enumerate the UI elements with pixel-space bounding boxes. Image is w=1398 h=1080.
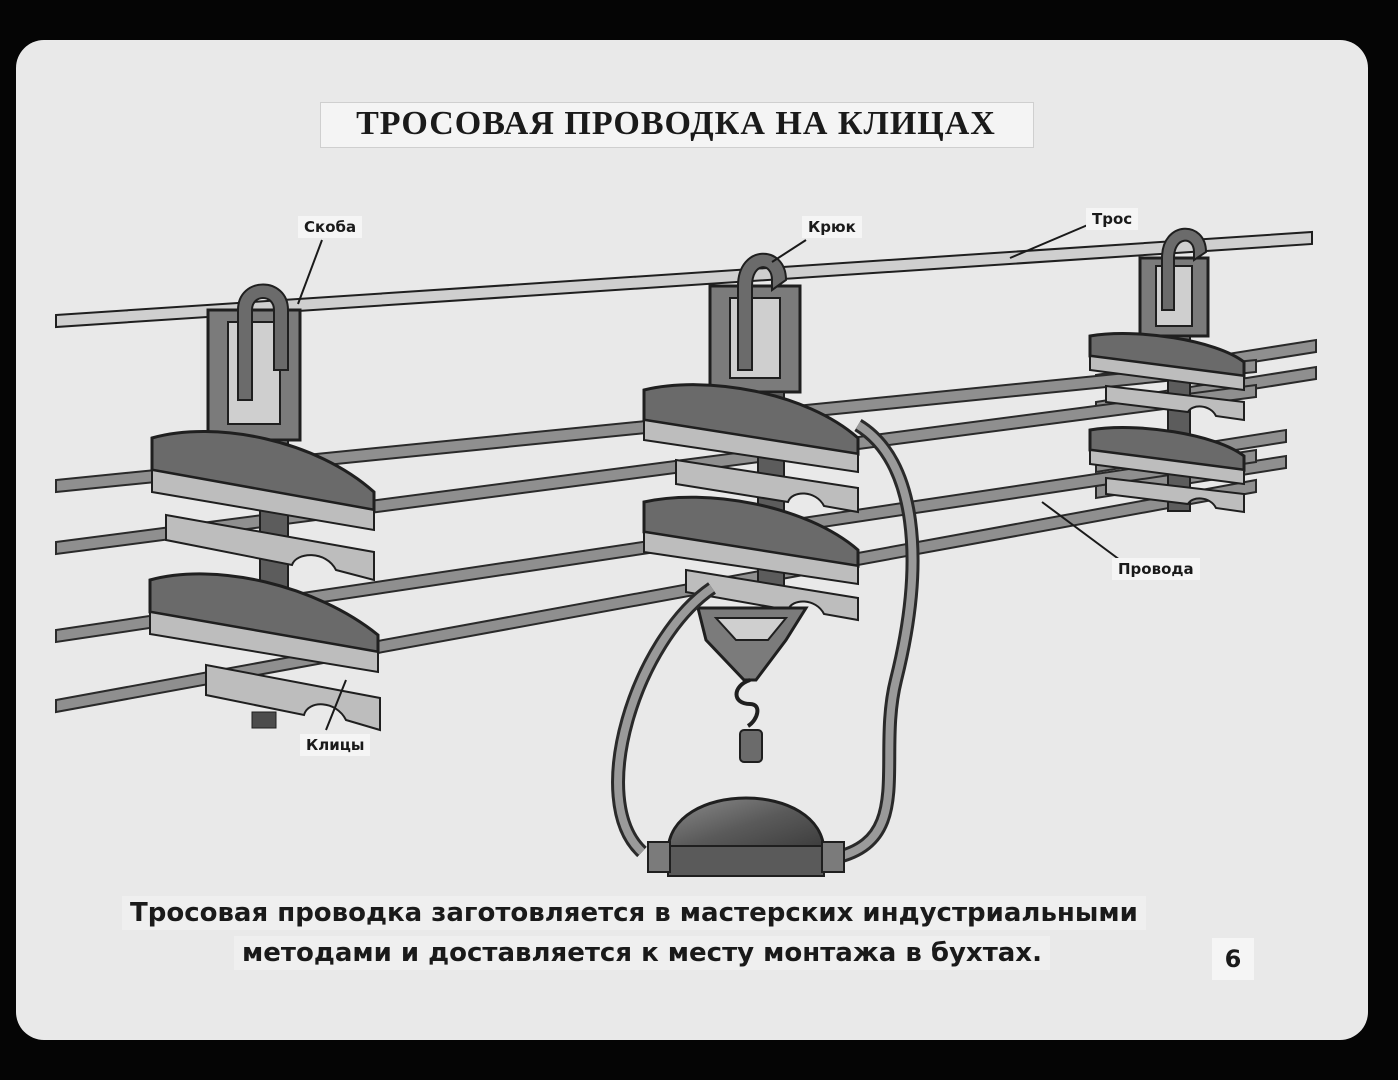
- label-klitsy: Клицы: [300, 734, 371, 756]
- messenger-cable: [55, 230, 1313, 329]
- bracket-left: [148, 283, 381, 732]
- label-skoba: Скоба: [298, 216, 363, 238]
- label-kryuk: Крюк: [802, 216, 862, 238]
- slide-frame: ТРОСОВАЯ ПРОВОДКА НА КЛИЦАХ Скоба Крюк Т…: [16, 40, 1368, 1040]
- lamp-dome: [666, 796, 826, 854]
- callout-lines: [297, 223, 1121, 731]
- caption-line-2: методами и доставляется к месту монтажа …: [234, 936, 1050, 970]
- wiring-illustration: [55, 223, 1317, 877]
- caption-line-1: Тросовая проводка заготовляется в мастер…: [122, 896, 1146, 930]
- bracket-middle: [611, 252, 920, 877]
- label-provoda: Провода: [1112, 558, 1200, 580]
- page-number: 6: [1212, 938, 1254, 980]
- page-title: ТРОСОВАЯ ПРОВОДКА НА КЛИЦАХ: [356, 105, 996, 142]
- bracket-right: [1088, 227, 1246, 514]
- label-tros: Трос: [1086, 208, 1139, 230]
- title-background: [320, 102, 1034, 148]
